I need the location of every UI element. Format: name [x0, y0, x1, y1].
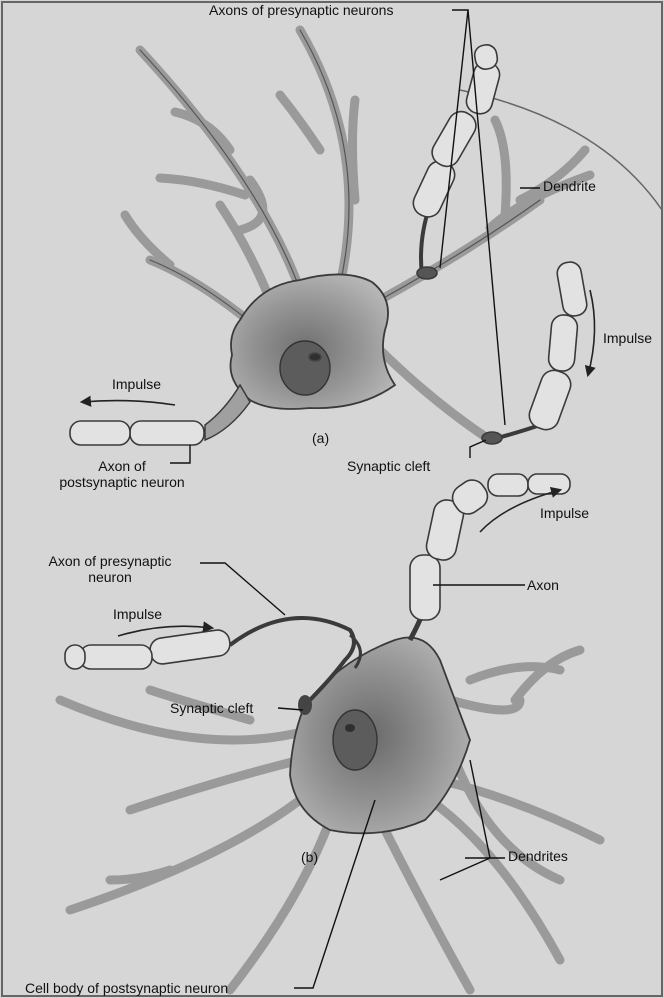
label-axons-presynaptic: Axons of presynaptic neurons: [209, 2, 393, 18]
label-panel-b: (b): [301, 849, 318, 865]
label-dendrites-b: Dendrites: [508, 848, 568, 864]
label-impulse-b-left: Impulse: [113, 606, 162, 622]
label-axon-postsynaptic: Axon of postsynaptic neuron: [52, 458, 192, 490]
label-impulse-a-left: Impulse: [112, 376, 161, 392]
label-synaptic-cleft-a: Synaptic cleft: [347, 458, 430, 474]
nucleus-b: [333, 710, 377, 770]
label-cell-body-postsynaptic: Cell body of postsynaptic neuron: [25, 980, 228, 996]
label-axon-presynaptic-b: Axon of presynaptic neuron: [20, 553, 200, 585]
axon-postsynaptic-a: [70, 421, 204, 445]
nucleus-a: [280, 341, 330, 395]
label-panel-a: (a): [312, 430, 329, 446]
label-synaptic-cleft-b: Synaptic cleft: [170, 700, 253, 716]
label-dendrite: Dendrite: [543, 178, 596, 194]
label-axon-b: Axon: [527, 577, 559, 593]
label-impulse-b-top: Impulse: [540, 505, 589, 521]
label-impulse-a-right: Impulse: [603, 330, 652, 346]
